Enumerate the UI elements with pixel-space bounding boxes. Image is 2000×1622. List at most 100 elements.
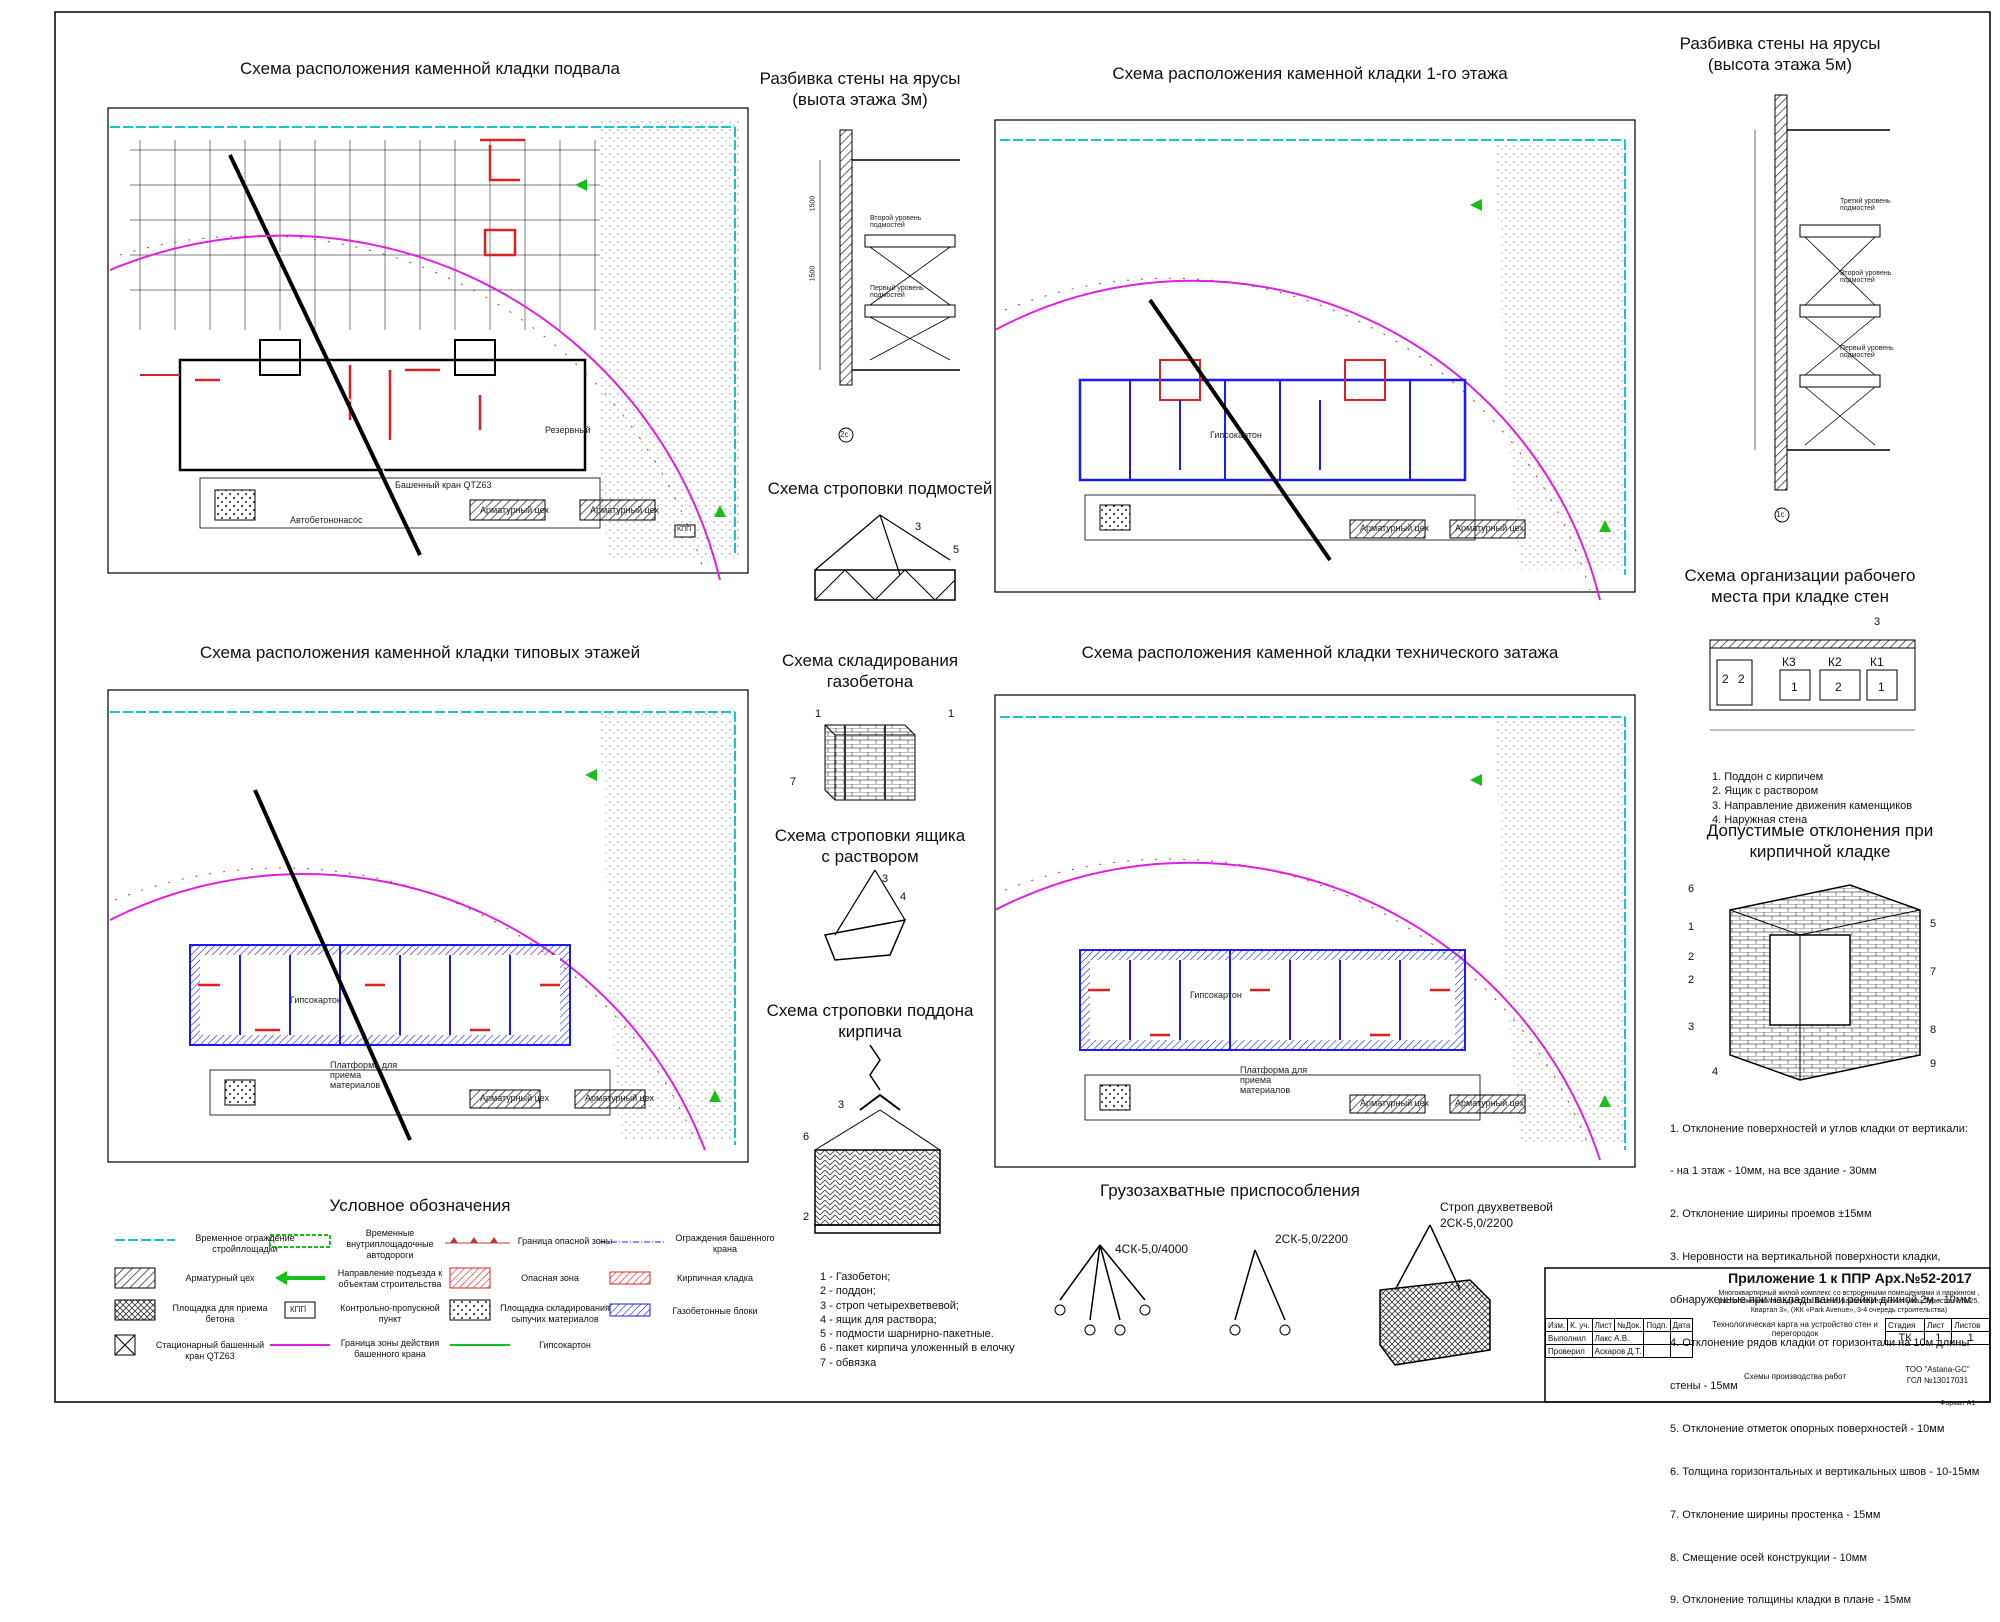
label-reserve: Резервный: [545, 425, 591, 435]
label-rebar-tech-2: Арматурный цех: [1455, 1098, 1524, 1108]
label-wp-2b: 2: [1738, 672, 1745, 686]
storage-block-diagram: [824, 724, 916, 801]
callout-pallet-2: 2: [803, 1211, 810, 1223]
title-tiers-3m: Разбивка стены на ярусы (выота этажа 3м): [759, 69, 961, 110]
label-sling-2branch: 2СК-5,0/2200: [1440, 1216, 1514, 1230]
label-wp-2a: 2: [1722, 672, 1729, 686]
legend-danger-border: Граница опасной зоны: [517, 1236, 613, 1246]
label-wp-k2: К2: [1828, 655, 1842, 669]
label-level2-5m: Второй уровень подмостей: [1840, 270, 1892, 284]
dim-label-1: 1500: [809, 195, 817, 212]
legend-crane-fence: Ограждения башенного крана: [675, 1233, 775, 1254]
callout-dev-4: 4: [1712, 1066, 1719, 1078]
callout-box-3: 3: [882, 873, 889, 885]
stamp-grid: Изм. К. уч. Лист №Док. Подп. Дата Выполн…: [1544, 1318, 1694, 1358]
callout-dev-9: 9: [1930, 1058, 1937, 1070]
title-floor1: Схема расположения каменной кладки 1-го …: [1112, 64, 1508, 83]
callout-dev-3: 3: [1688, 1021, 1695, 1033]
legend-crane-zone: Граница зоны действия башенного крана: [340, 1338, 440, 1359]
plan-floor1: [994, 119, 1636, 601]
legend-concrete-area: Площадка для приема бетона: [172, 1303, 268, 1324]
tier-section-3m: [819, 129, 960, 443]
dim-label-2: 1500: [809, 265, 817, 282]
callout-workplace-3: 3: [1874, 616, 1881, 628]
stamp-stage-grid: Стадия Лист Листов ТК 1 1: [1884, 1318, 1990, 1345]
callout-pallet-6: 6: [803, 1131, 810, 1143]
title-storage: Схема складирования газобетона: [781, 651, 959, 692]
stamp-project: Многоквартирный жилой комплекс со встрое…: [1718, 1290, 1980, 1314]
stamp-title: Приложение 1 к ППР Арх.№52-2017: [1728, 1270, 1972, 1286]
tier-section-5m: [1754, 94, 1890, 523]
label-wp-1b: 1: [1878, 680, 1885, 694]
callout-storage-1a: 1: [815, 708, 822, 720]
stamp-company: ТОО "Astana-GC": [1905, 1365, 1970, 1374]
label-rebar-f1: Арматурный цех: [1360, 523, 1429, 533]
title-tiers-5m: Разбивка стены на ярусы (высота этажа 5м…: [1679, 34, 1881, 75]
legend-checkpoint: Контрольно-пропускной пункт: [340, 1303, 440, 1324]
stamp-sheet-title: Схемы производства работ: [1744, 1372, 1846, 1381]
legend-bulk-storage: Площадка складирования сыпучих материало…: [500, 1303, 610, 1324]
callout-dev-5: 5: [1930, 918, 1937, 930]
callout-dev-2b: 2: [1688, 974, 1695, 986]
callout-pallet-3: 3: [838, 1099, 845, 1111]
callout-box-4: 4: [900, 891, 907, 903]
brick-deviation-diagram: [1729, 884, 1921, 1081]
label-rebar-shop-2: Арматурный цех: [590, 505, 659, 515]
callout-dev-1: 1: [1688, 921, 1695, 933]
title-sling-scaffold: Схема строповки подмостей: [767, 479, 993, 498]
title-basement: Схема расположения каменной кладки подва…: [240, 59, 620, 78]
axis-2c: 2с: [840, 430, 849, 439]
legend-approach: Направление подъезда к объектам строител…: [337, 1268, 443, 1289]
label-level1-3m: Первый уровень подмостей: [870, 285, 924, 299]
drawing-sheet: [54, 11, 1991, 1403]
label-concrete-mixer: Автобетононасос: [290, 515, 363, 525]
label-gypsum-typ: Гипсокартон: [290, 995, 342, 1005]
label-sling-2ck: 2СК-5,0/2200: [1275, 1232, 1349, 1246]
label-level3-5m: Третий уровень подмостей: [1840, 198, 1891, 212]
plan-typical: [107, 689, 749, 1163]
callout-dev-7: 7: [1930, 966, 1937, 978]
legend-kpp-symbol: КПП: [290, 1305, 307, 1314]
legend-gypsum: Гипсокартон: [539, 1340, 591, 1350]
legend-brick: Кирпичная кладка: [677, 1273, 753, 1283]
title-workplace: Схема организации рабочего места при кла…: [1684, 566, 1916, 607]
workplace-legend: 1. Поддон с кирпичем 2. Ящик с раствором…: [1712, 771, 1913, 826]
label-rebar-typ: Арматурный цех: [480, 1093, 549, 1103]
callout-dev-6: 6: [1688, 883, 1695, 895]
legend-symbols: [114, 1234, 665, 1356]
title-technical: Схема расположения каменной кладки техни…: [1081, 643, 1559, 662]
callout-dev-2a: 2: [1688, 951, 1695, 963]
label-wp-2c: 2: [1835, 680, 1842, 694]
axis-1c: 1с: [1776, 510, 1785, 519]
legend-aerated-blocks: Газобетонные блоки: [672, 1306, 758, 1316]
label-platform-tech: Платформа для приема материалов: [1240, 1065, 1308, 1095]
label-rebar-shop-1: Арматурный цех: [480, 505, 549, 515]
label-rebar-typ-2: Арматурный цех: [585, 1093, 654, 1103]
title-legend: Условное обозначения: [329, 1196, 511, 1215]
legend-temp-fence: Временное ограждение стройплощадки: [195, 1233, 295, 1254]
pallet-legend: 1 - Газобетон; 2 - поддон; 3 - строп чет…: [820, 1271, 1015, 1369]
title-deviations: Допустимые отклонения при кирпичной клад…: [1706, 821, 1934, 862]
stamp-license: ГСЛ №13017031: [1906, 1376, 1969, 1385]
stamp-work: Технологическая карта на устройство стен…: [1712, 1320, 1878, 1338]
plan-basement: [107, 107, 749, 581]
label-wp-k1: К1: [1870, 655, 1884, 669]
sling-pallet-diagram: [814, 1044, 941, 1234]
label-kpp-1: КПП: [677, 526, 692, 533]
callout-storage-7: 7: [790, 776, 797, 788]
callout-scaffold-5: 5: [953, 544, 960, 556]
label-gypsum-f1: Гипсокартон: [1210, 430, 1262, 440]
label-level1-5m: Первый уровень подмостей: [1840, 345, 1894, 359]
legend-tower-crane: Стационарный башенный кран QTZ63: [155, 1340, 265, 1361]
label-tower-crane: Башенный кран QTZ63: [395, 480, 492, 490]
label-wp-k3: К3: [1782, 655, 1796, 669]
plan-technical: [994, 694, 1636, 1168]
label-wp-1a: 1: [1791, 680, 1798, 694]
deviation-list: 1. Отклонение поверхностей и углов кладк…: [1670, 1122, 1980, 1607]
sling-scaffold-diagram: [814, 514, 956, 601]
sling-box-diagram: [823, 869, 907, 961]
legend-rebar-shop: Арматурный цех: [185, 1273, 255, 1283]
title-sling-pallet: Схема строповки поддона кирпича: [766, 1001, 974, 1042]
lifting-devices: [1054, 1224, 1491, 1366]
title-lifting: Грузозахватные приспособления: [1099, 1181, 1361, 1200]
